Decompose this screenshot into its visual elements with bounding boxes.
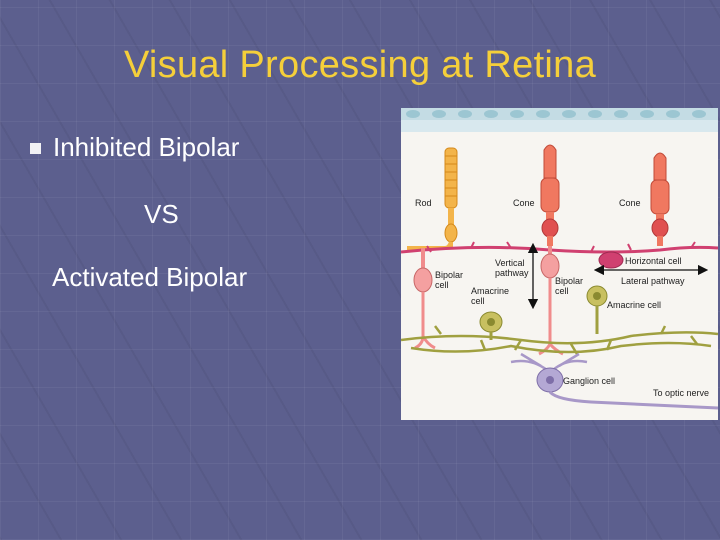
- cone-cell-right: [650, 152, 670, 246]
- label-bipolar-center-line1: Bipolar: [555, 276, 583, 286]
- bipolar-cell-left: [413, 248, 436, 350]
- label-bipolar-center: Bipolar cell: [555, 276, 586, 296]
- label-vertical-pathway: Vertical pathway: [495, 258, 529, 278]
- label-vertical-pathway-line1: Vertical: [495, 258, 525, 268]
- activated-bipolar-text: Activated Bipolar: [52, 262, 248, 292]
- horizontal-cell-processes: [401, 241, 718, 254]
- bullet-text: Inhibited Bipolar: [53, 132, 240, 162]
- amacrine-cell-left: [479, 311, 503, 340]
- retina-diagram-svg: Rod Cone Cone Bipolar cell Vertical path…: [401, 108, 718, 410]
- retina-diagram: Rod Cone Cone Bipolar cell Vertical path…: [401, 108, 718, 420]
- bullet-inhibited-bipolar: Inhibited Bipolar: [30, 132, 239, 163]
- bipolar-cell-center: [538, 246, 564, 356]
- ganglion-cell: [510, 352, 718, 410]
- label-amacrine-left-line2: cell: [471, 296, 485, 306]
- cone-cell-center: [540, 144, 560, 246]
- label-bipolar-center-line2: cell: [555, 286, 569, 296]
- label-optic-nerve: To optic nerve: [653, 388, 709, 398]
- label-ganglion-cell: Ganglion cell: [563, 376, 615, 386]
- label-bipolar-left-line2: cell: [435, 280, 449, 290]
- label-amacrine-right: Amacrine cell: [607, 300, 661, 310]
- amacrine-processes: [401, 325, 718, 355]
- label-horizontal-cell: Horizontal cell: [625, 256, 682, 266]
- slide-title: Visual Processing at Retina: [123, 44, 597, 86]
- label-amacrine-left-line1: Amacrine: [471, 286, 509, 296]
- vs-text: VS: [144, 199, 179, 229]
- amacrine-cell-right: [586, 285, 608, 334]
- label-rod: Rod: [415, 198, 432, 208]
- label-lateral-pathway: Lateral pathway: [621, 276, 685, 286]
- label-bipolar-left: Bipolar cell: [435, 270, 466, 290]
- label-cone-right: Cone: [619, 198, 641, 208]
- horizontal-cell-body: [598, 251, 624, 269]
- label-vertical-pathway-line2: pathway: [495, 268, 529, 278]
- label-cone-center: Cone: [513, 198, 535, 208]
- pigment-epithelium: [401, 108, 718, 132]
- bullet-square-icon: [30, 143, 41, 154]
- label-amacrine-left: Amacrine cell: [471, 286, 512, 306]
- label-bipolar-left-line1: Bipolar: [435, 270, 463, 280]
